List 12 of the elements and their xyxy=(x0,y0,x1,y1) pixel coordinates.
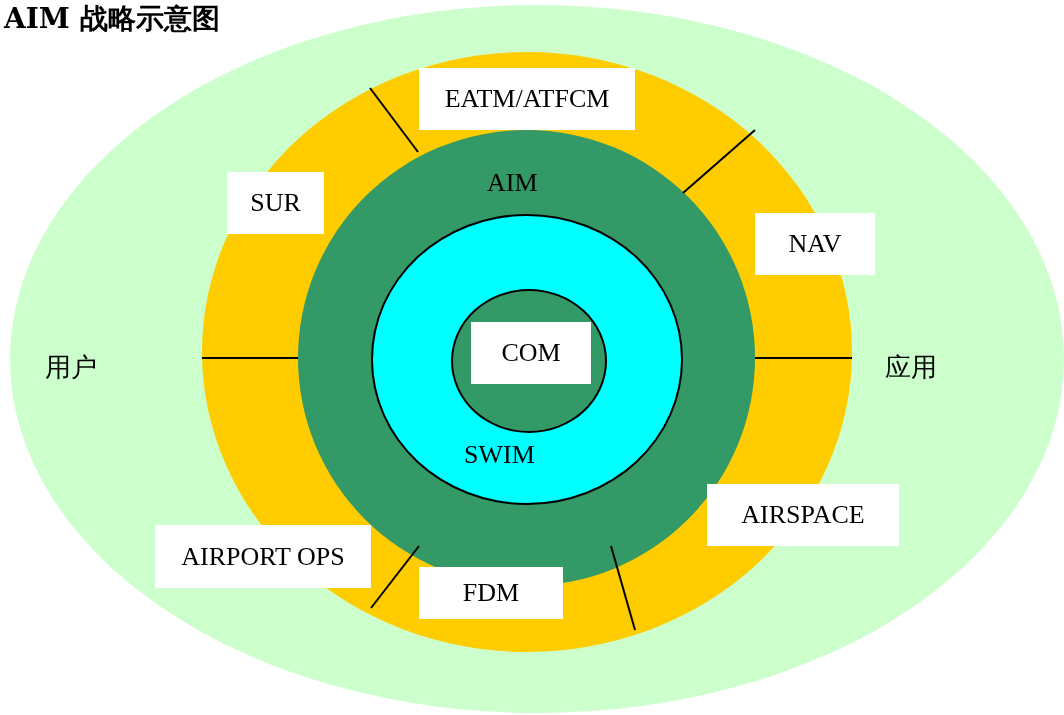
label-box: EATM/ATFCM xyxy=(419,68,635,130)
label-box: COM xyxy=(471,322,591,384)
label-box: AIRSPACE xyxy=(707,484,899,546)
side-label: 应用 xyxy=(885,352,937,384)
ring-label: AIM xyxy=(487,168,538,198)
label-box: NAV xyxy=(755,213,875,275)
ring-label: SWIM xyxy=(464,440,535,470)
label-box: AIRPORT OPS xyxy=(155,525,371,588)
diagram-title: AIM 战略示意图 xyxy=(4,1,220,37)
label-box: SUR xyxy=(227,172,324,234)
label-box: FDM xyxy=(419,567,563,619)
side-label: 用户 xyxy=(45,352,97,384)
